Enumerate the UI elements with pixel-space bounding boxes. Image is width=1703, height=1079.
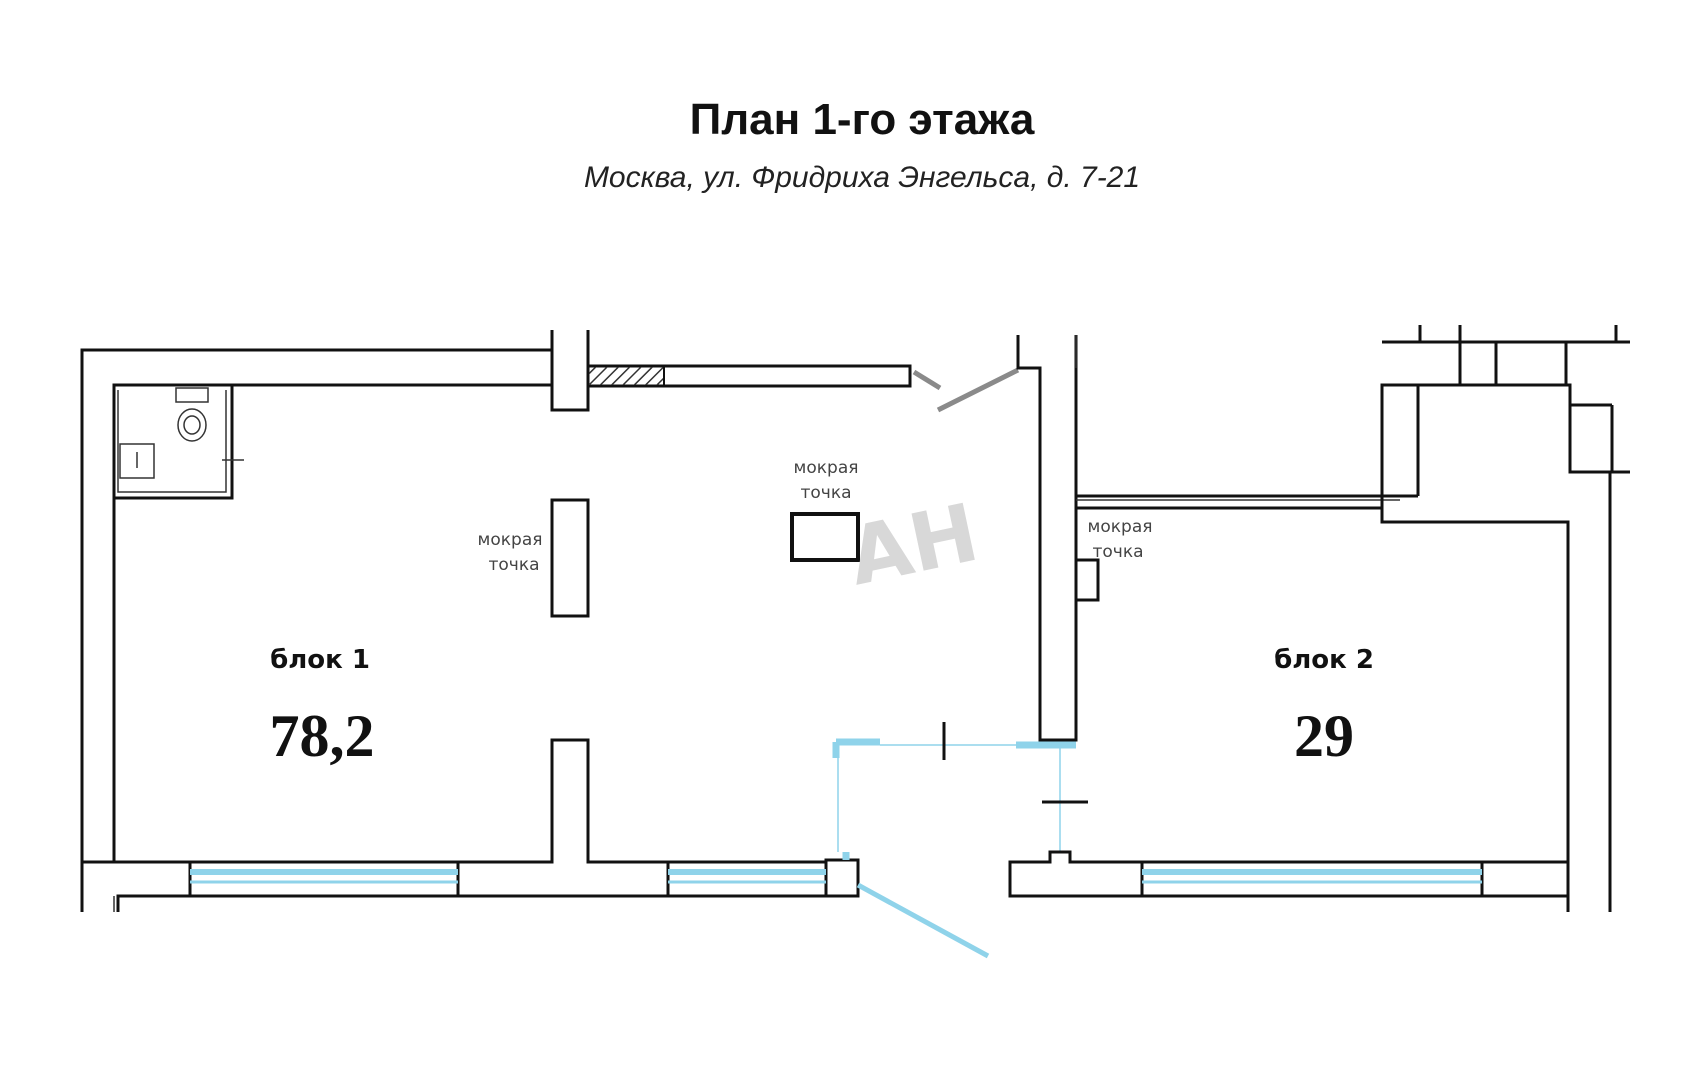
partition-column [550, 498, 590, 618]
block-2-label: блок 2 [1274, 645, 1374, 675]
hatched-wall-section [587, 365, 665, 387]
wet-point-label-1: мокрая [794, 458, 859, 478]
wet-point-label-1b: точка [800, 483, 851, 503]
block-2-area: 29 [1294, 703, 1354, 769]
wet-point-box [790, 512, 860, 562]
block-2-walls [1008, 325, 1630, 912]
central-wall [1016, 335, 1400, 742]
block-2-windows [1142, 869, 1482, 884]
top-door-swing [912, 369, 942, 391]
address-subtitle: Москва, ул. Фридриха Энгельса, д. 7-21 [584, 161, 1140, 194]
block-1-label: блок 1 [270, 645, 370, 675]
block-1-area: 78,2 [270, 703, 375, 769]
wet-point-label-3: мокрая [1088, 517, 1153, 537]
page-title: План 1-го этажа [690, 95, 1035, 144]
wet-point-label-3b: точка [1092, 542, 1143, 562]
bathroom [112, 385, 244, 500]
wet-point-label-2b: точка [488, 555, 539, 575]
entrance-door-swing [856, 882, 990, 959]
sink-icon [119, 443, 155, 479]
watermark-logo: АН [841, 486, 986, 604]
wet-point-label-2: мокрая [478, 530, 543, 550]
toilet-tank [175, 387, 209, 403]
toilet-icon [177, 408, 207, 442]
block-1-windows [190, 869, 826, 884]
block-1-walls [80, 330, 912, 912]
